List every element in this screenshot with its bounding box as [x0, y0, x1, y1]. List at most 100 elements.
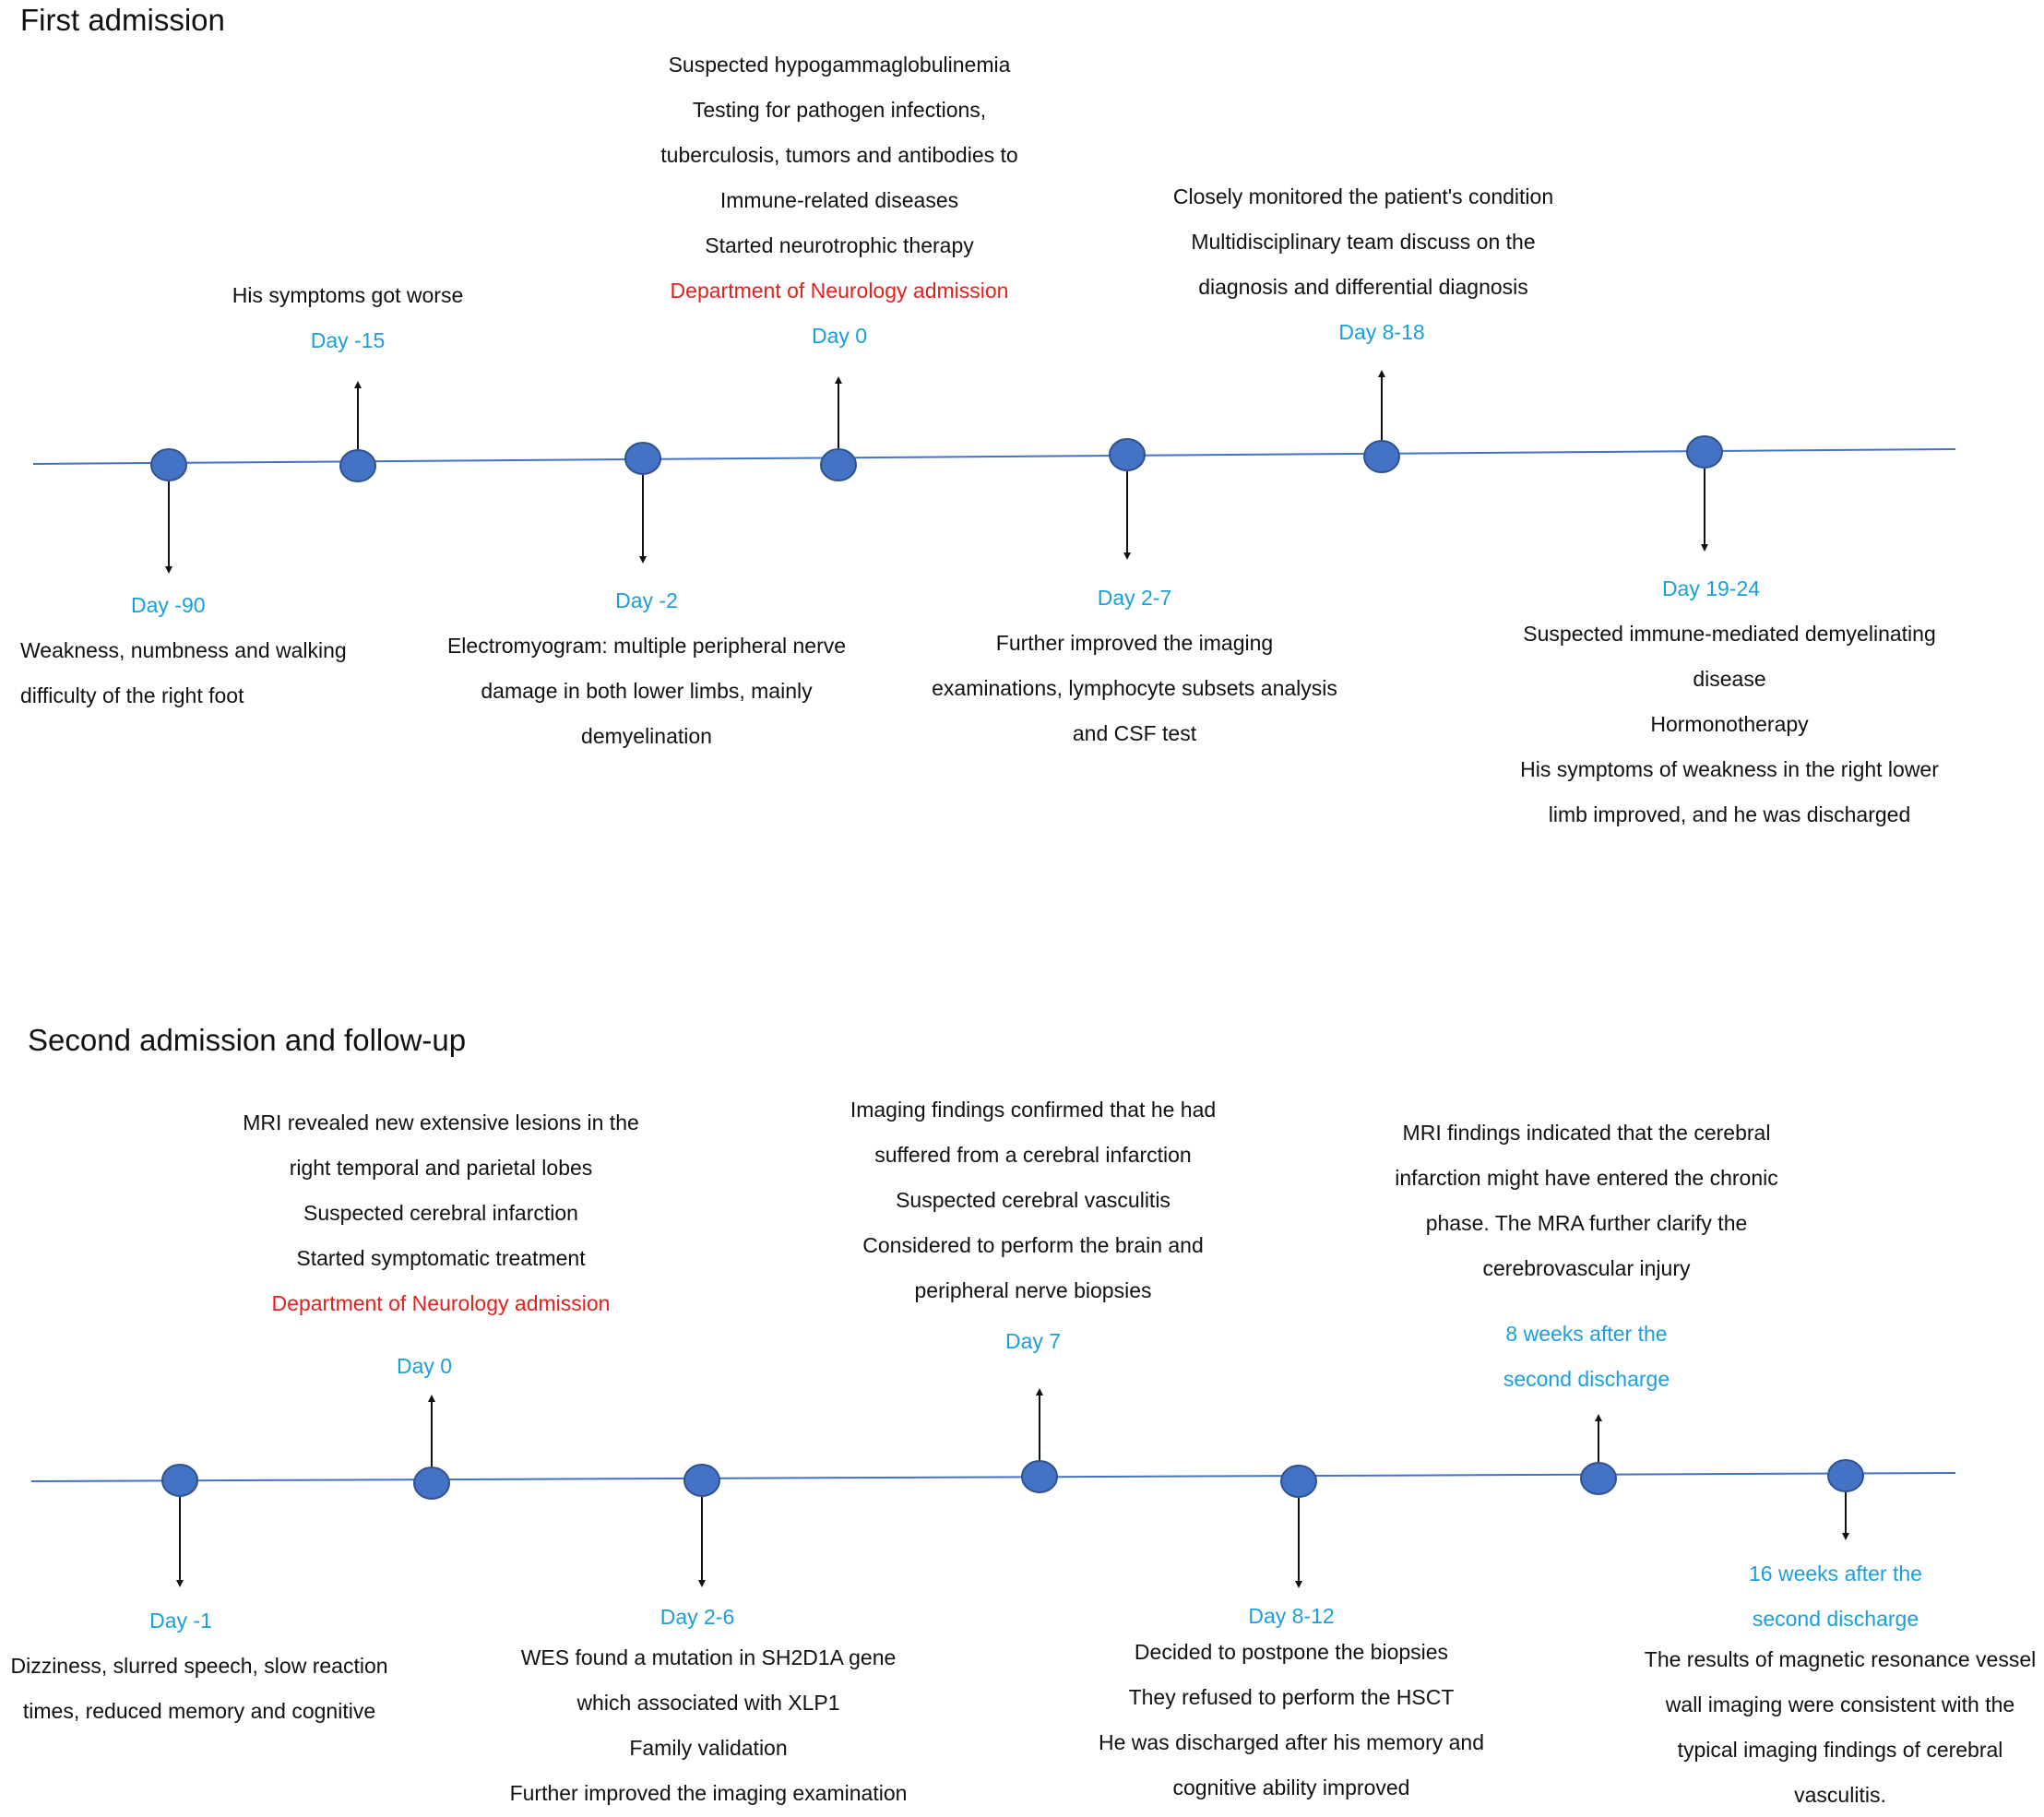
event-text: Family validation: [629, 1736, 788, 1760]
event-text: Dizziness, slurred speech, slow reaction: [10, 1654, 388, 1678]
event-text: vasculitis.: [1794, 1783, 1886, 1807]
event-text: Testing for pathogen infections,: [692, 98, 987, 122]
day-label: second discharge: [1503, 1367, 1670, 1391]
event-second-day-0: MRI revealed new extensive lesions in th…: [229, 1100, 653, 1326]
event-text: tuberculosis, tumors and antibodies to: [660, 143, 1018, 167]
event-text: right temporal and parietal lobes: [289, 1156, 593, 1180]
event-first-day-0: Suspected hypogammaglobulinemia Testing …: [646, 42, 1033, 359]
event-first-day-19-24: Day 19-24 Suspected immune-mediated demy…: [1499, 566, 1960, 837]
event-second-day-0-label: Day 0: [351, 1344, 498, 1389]
event-text: Suspected immune-mediated demyelinating: [1523, 622, 1936, 646]
node-first-day-m15: [339, 449, 376, 482]
event-first-day-m90: Day -90 Weakness, numbness and walking d…: [20, 583, 347, 718]
day-label: Day 2-7: [1097, 586, 1172, 610]
event-text: difficulty of the right foot: [20, 683, 244, 707]
node-first-day-19-24: [1686, 435, 1723, 469]
node-first-day-0: [820, 448, 857, 481]
node-second-day-7: [1021, 1460, 1058, 1493]
event-text: The results of magnetic resonance vessel: [1644, 1647, 2037, 1671]
event-second-day-2-6: Day 2-6 WES found a mutation in SH2D1A g…: [491, 1595, 926, 1816]
day-label: 16 weeks after the: [1749, 1562, 1922, 1585]
event-text: infarction might have entered the chroni…: [1395, 1166, 1778, 1190]
node-first-day-m2: [624, 442, 661, 475]
event-second-day-8-12: Day 8-12 Decided to postpone the biopsie…: [1079, 1594, 1503, 1811]
event-text: Hormonotherapy: [1650, 712, 1809, 736]
event-text: suffered from a cerebral infarction: [874, 1143, 1192, 1167]
event-first-day-m2: Day -2 Electromyogram: multiple peripher…: [434, 578, 859, 759]
event-text: Further improved the imaging examination: [509, 1781, 908, 1805]
event-text: Decided to postpone the biopsies: [1134, 1640, 1449, 1664]
event-text: cognitive ability improved: [1172, 1775, 1410, 1799]
node-second-week-8: [1580, 1462, 1617, 1495]
event-text: demyelination: [581, 724, 712, 748]
admission-label: Department of Neurology admission: [271, 1291, 611, 1315]
event-text: damage in both lower limbs, mainly: [481, 679, 813, 703]
event-text: MRI findings indicated that the cerebral: [1402, 1121, 1771, 1145]
event-text: WES found a mutation in SH2D1A gene: [520, 1645, 897, 1669]
event-text: He was discharged after his memory and: [1098, 1730, 1485, 1754]
event-text: phase. The MRA further clarify the: [1425, 1211, 1748, 1235]
event-text: diagnosis and differential diagnosis: [1198, 275, 1528, 299]
node-first-day-2-7: [1109, 438, 1146, 471]
event-second-week-8: MRI findings indicated that the cerebral…: [1374, 1110, 1799, 1402]
event-first-day-2-7: Day 2-7 Further improved the imaging exa…: [913, 576, 1356, 756]
admission-label: Department of Neurology admission: [670, 279, 1009, 303]
event-text: Considered to perform the brain and: [862, 1233, 1204, 1257]
event-text: Imaging findings confirmed that he had: [850, 1098, 1217, 1122]
day-label: second discharge: [1752, 1607, 1919, 1631]
event-text: examinations, lymphocyte subsets analysi…: [932, 676, 1337, 700]
day-label: Day -1: [149, 1609, 212, 1633]
event-text: disease: [1693, 667, 1766, 691]
event-text: His symptoms of weakness in the right lo…: [1520, 757, 1939, 781]
day-label: Day -2: [615, 588, 678, 612]
day-label: Day 8-18: [1338, 320, 1425, 344]
event-text: His symptoms got worse: [232, 283, 464, 307]
event-text: Weakness, numbness and walking: [20, 638, 347, 662]
event-text: Suspected hypogammaglobulinemia: [668, 53, 1011, 77]
node-first-day-m90: [150, 448, 187, 481]
event-text: typical imaging findings of cerebral: [1677, 1738, 2003, 1762]
event-first-day-8-18: Closely monitored the patient's conditio…: [1160, 174, 1566, 355]
event-text: Multidisciplinary team discuss on the: [1191, 230, 1536, 254]
event-text: Electromyogram: multiple peripheral nerv…: [446, 634, 847, 658]
timeline-axis-second: [30, 1472, 1956, 1482]
event-text: times, reduced memory and cognitive: [22, 1699, 376, 1723]
day-label: Day 7: [1004, 1329, 1062, 1353]
event-second-day-m1: Day -1 Dizziness, slurred speech, slow r…: [0, 1598, 398, 1734]
event-text: Started neurotrophic therapy: [705, 233, 974, 257]
event-text: They refused to perform the HSCT: [1128, 1685, 1455, 1709]
first-admission-title: First admission: [20, 3, 225, 37]
day-label: 8 weeks after the: [1505, 1322, 1668, 1346]
day-label: Day 0: [396, 1354, 453, 1378]
event-second-week-16: 16 weeks after the second discharge The …: [1636, 1551, 2044, 1817]
event-text: and CSF test: [1072, 721, 1197, 745]
day-label: Day 2-6: [660, 1605, 735, 1629]
event-text: Started symptomatic treatment: [296, 1246, 586, 1270]
event-text: MRI revealed new extensive lesions in th…: [243, 1110, 639, 1134]
node-second-week-16: [1827, 1459, 1864, 1492]
event-text: cerebrovascular injury: [1482, 1256, 1691, 1280]
event-first-day-m15: His symptoms got worse Day -15: [208, 273, 487, 363]
day-label: Day 0: [811, 324, 868, 348]
event-second-day-7: Imaging findings confirmed that he had s…: [830, 1087, 1236, 1364]
event-text: peripheral nerve biopsies: [914, 1278, 1152, 1302]
node-second-day-2-6: [683, 1464, 720, 1497]
day-label: Day 19-24: [1661, 576, 1761, 600]
node-second-day-m1: [161, 1464, 198, 1497]
event-text: wall imaging were consistent with the: [1665, 1692, 2015, 1716]
event-text: Suspected cerebral vasculitis: [896, 1188, 1171, 1212]
event-text: which associated with XLP1: [576, 1691, 840, 1715]
event-text: Closely monitored the patient's conditio…: [1172, 184, 1554, 208]
event-text: limb improved, and he was discharged: [1548, 802, 1911, 826]
day-label: Day -90: [131, 593, 206, 617]
node-second-day-0: [413, 1467, 450, 1500]
event-text: Suspected cerebral infarction: [303, 1201, 578, 1225]
timeline-axis-first: [32, 448, 1956, 465]
event-text: Immune-related diseases: [719, 188, 959, 212]
day-label: Day -15: [310, 328, 386, 352]
second-admission-title: Second admission and follow-up: [28, 1023, 467, 1057]
node-second-day-8-12: [1280, 1465, 1317, 1498]
node-first-day-8-18: [1363, 440, 1400, 473]
